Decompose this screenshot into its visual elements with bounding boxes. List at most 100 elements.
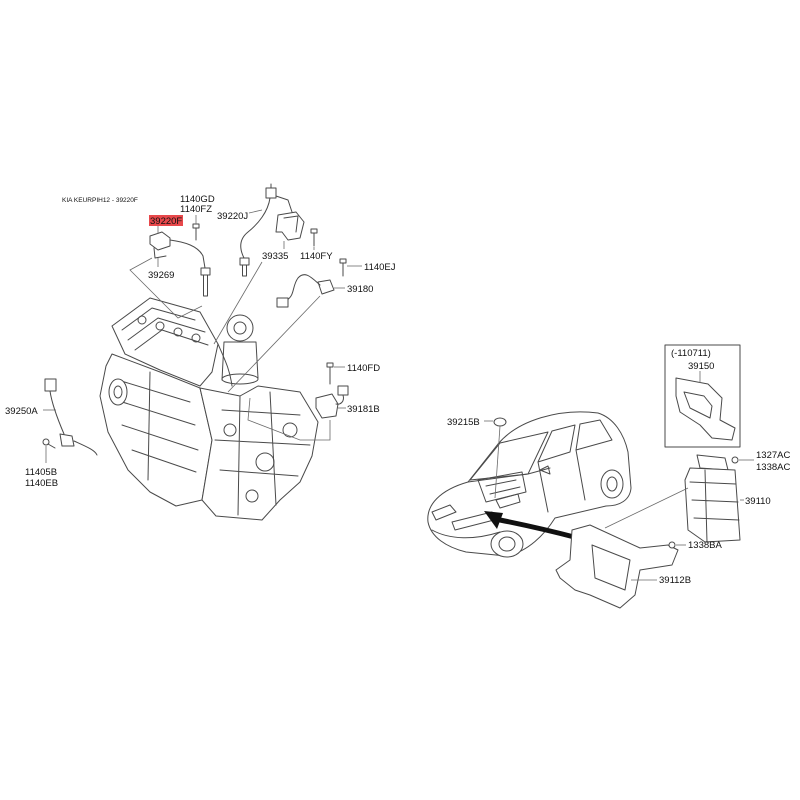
- sensor-39180-wire: [286, 274, 321, 301]
- bracket-39150-cutout: [683, 391, 713, 419]
- sensor-39180-drawing: [276, 274, 335, 308]
- sensor-39220f-wire: [169, 239, 206, 269]
- bracket-39181b-wire: [335, 394, 344, 405]
- transmission-boss: [223, 423, 237, 437]
- grommet-39215b-drawing: [493, 417, 507, 427]
- callout-39181b[interactable]: 39181B: [347, 404, 380, 415]
- bolt-1140ej-drawing: [339, 258, 347, 277]
- callout-1140fd[interactable]: 1140FD: [347, 363, 380, 374]
- sensor-39180-connector: [276, 297, 289, 308]
- callout-1140gd[interactable]: 1140GD: [180, 194, 215, 205]
- leader-39220j: [248, 209, 263, 214]
- diagram-title: KIA KEURPIH12 - 39220F: [62, 197, 138, 204]
- vehicle-headlight-right: [495, 493, 521, 509]
- leader-ecu-assembly: [604, 487, 689, 529]
- bolt-head: [192, 223, 200, 229]
- callout-39335[interactable]: 39335: [262, 251, 288, 262]
- grommet-39215b: [493, 417, 507, 427]
- bracket-39335: [275, 211, 305, 241]
- sensor-39220j-connector: [265, 187, 277, 199]
- bracket-39112b-drawing: [555, 524, 679, 609]
- callout-39250a[interactable]: 39250A: [5, 406, 38, 417]
- bolt-1140gd-drawing: [192, 223, 200, 241]
- leader-39215b-location: [494, 425, 501, 499]
- callout-39220j[interactable]: 39220J: [217, 211, 248, 222]
- vehicle-rear-wheel: [600, 469, 624, 499]
- bolt-1140fd-drawing: [326, 362, 334, 385]
- head-boss: [173, 327, 183, 337]
- group-leader-39220j: [213, 261, 263, 345]
- callout-39150[interactable]: 39150: [688, 361, 714, 372]
- callout-1140fy[interactable]: 1140FY: [300, 251, 333, 262]
- vehicle-windshield: [469, 431, 549, 481]
- bolt-11405b-drawing: [42, 438, 56, 449]
- vehicle-mirror: [539, 465, 551, 475]
- sensor-39220j-hex: [239, 257, 250, 266]
- ecu-39110-connector: [696, 454, 729, 471]
- bolt-1327ac-drawing: [731, 456, 739, 464]
- callout-39220f[interactable]: 39220F: [150, 216, 182, 227]
- callout-39220f-selected[interactable]: 39220F: [149, 215, 183, 227]
- transmission-ribs: [214, 391, 311, 516]
- group-bracket-39220f: [129, 257, 203, 319]
- sensor-39220j-probe: [242, 264, 247, 277]
- callout-39110[interactable]: 39110: [745, 496, 771, 507]
- location-arrow-tail: [497, 517, 581, 541]
- sensor-39250a-drawing: [44, 378, 98, 456]
- callout-39269[interactable]: 39269: [148, 270, 174, 281]
- callout-1338ac[interactable]: 1338AC: [756, 462, 790, 473]
- ecu-39110-body: [684, 467, 741, 543]
- bolt-shank: [47, 443, 56, 449]
- group-bracket-39181b: [247, 397, 331, 441]
- vehicle-headlight-left: [431, 504, 457, 521]
- selection-highlight: [149, 215, 183, 226]
- crank-pulley-hub: [113, 385, 123, 399]
- sensor-39220j-wire: [240, 197, 271, 259]
- vehicle-rear-hub: [606, 476, 618, 492]
- callout-1140eb[interactable]: 1140EB: [25, 478, 58, 489]
- transmission-boss: [245, 489, 259, 503]
- ecu-39110-ribs: [689, 469, 740, 543]
- bracket-39181b-plate: [315, 393, 339, 419]
- ecu-39110-drawing: [684, 454, 741, 543]
- callout-11405b[interactable]: 11405B: [25, 467, 57, 478]
- callout-39180[interactable]: 39180: [347, 284, 373, 295]
- bolt-1140fy-drawing: [310, 228, 318, 247]
- sensor-39220j-harness: [275, 195, 293, 213]
- block-ribs: [115, 371, 199, 481]
- head-boss: [191, 333, 201, 343]
- bracket-39269: [153, 247, 167, 259]
- exhaust-pipe: [217, 343, 233, 387]
- location-arrow: [484, 511, 581, 541]
- callout-1338ba[interactable]: 1338BA: [688, 540, 722, 551]
- variant-note: (-110711): [671, 348, 711, 359]
- sensor-39250a-body: [59, 433, 75, 447]
- bolt-head: [339, 258, 347, 264]
- sensor-39220j-drawing: [239, 183, 305, 277]
- bracket-39150-plate: [675, 377, 736, 441]
- group-leader-39180: [227, 295, 321, 393]
- sensor-39220f-probe: [203, 274, 208, 297]
- callout-39215b[interactable]: 39215B: [447, 417, 480, 428]
- transmission-boss: [282, 422, 298, 438]
- bolt-head: [668, 541, 676, 549]
- vehicle-rear-window: [575, 419, 613, 451]
- vehicle-front-window: [537, 424, 576, 463]
- sensor-39250a-wire: [49, 390, 65, 435]
- callout-1140fz[interactable]: 1140FZ: [180, 204, 212, 215]
- sensor-39250a-tail: [73, 440, 98, 456]
- bracket-39335-fold: [283, 215, 299, 233]
- transmission-boss: [255, 452, 275, 472]
- callout-39112b[interactable]: 39112B: [659, 575, 691, 586]
- bracket-39112b-window: [591, 544, 631, 591]
- sensor-39220f-mount: [149, 231, 171, 251]
- callout-1140ej[interactable]: 1140EJ: [364, 262, 396, 273]
- transmission-case: [199, 385, 319, 521]
- callout-1327ac[interactable]: 1327AC: [756, 450, 790, 461]
- location-arrow-head: [484, 511, 503, 529]
- vehicle-hood-line: [467, 467, 551, 483]
- turbo-inlet-inner: [233, 321, 247, 335]
- bolt-head: [326, 362, 334, 368]
- bolt-1338ba-drawing: [668, 541, 676, 549]
